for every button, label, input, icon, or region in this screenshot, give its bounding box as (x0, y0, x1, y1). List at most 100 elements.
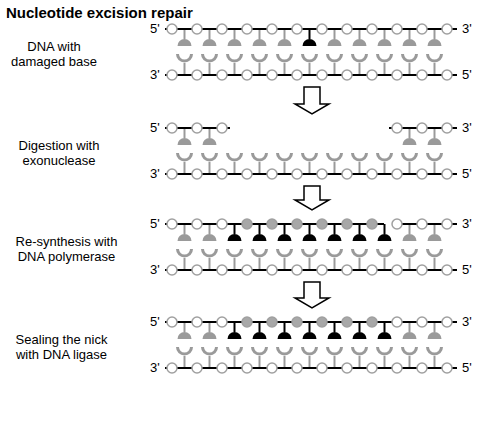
sugar-circle (317, 169, 327, 179)
base-stem (334, 322, 336, 332)
sugar-circle (267, 363, 277, 373)
base-stem (409, 162, 411, 174)
nucleobase (178, 54, 192, 61)
nucleobase (228, 39, 242, 46)
base-stem (184, 356, 186, 368)
strand-end-label: 3' (150, 166, 160, 181)
nucleobase (378, 249, 392, 256)
base-stem (209, 356, 211, 368)
sugar-circle (167, 123, 177, 133)
base-stem (259, 224, 261, 234)
nucleobase (428, 347, 442, 354)
base-stem (184, 258, 186, 270)
sugar-circle (392, 219, 402, 229)
base-stem (234, 224, 236, 234)
base-stem (359, 224, 361, 234)
nucleobase (203, 153, 217, 160)
dna-backbone (165, 269, 457, 271)
nucleobase (428, 249, 442, 256)
base-stem (409, 63, 411, 75)
step-label: Re-synthesis with DNA polymerase (4, 234, 129, 264)
sugar-circle (167, 317, 177, 327)
nucleobase (228, 332, 242, 339)
nucleobase (228, 54, 242, 61)
nucleobase (328, 332, 342, 339)
base-stem (334, 258, 336, 270)
base-stem (359, 29, 361, 39)
base-stem (209, 63, 211, 75)
base-stem (434, 258, 436, 270)
nucleobase (278, 347, 292, 354)
step-label: DNA with damaged base (4, 39, 104, 69)
sugar-circle (317, 363, 327, 373)
nucleobase (253, 153, 267, 160)
base-stem (184, 29, 186, 39)
nucleobase (178, 249, 192, 256)
step-arrow (295, 186, 329, 210)
base-stem (184, 224, 186, 234)
base-stem (259, 258, 261, 270)
sugar-circle (442, 219, 452, 229)
strand-end-label: 3' (462, 120, 472, 135)
dna-backbone (165, 367, 457, 369)
base-stem (334, 29, 336, 39)
sugar-circle (392, 70, 402, 80)
sugar-circle (342, 317, 352, 327)
strand-end-label: 5' (150, 314, 160, 329)
sugar-circle (317, 24, 327, 34)
base-stem (209, 224, 211, 234)
base-stem (309, 29, 311, 39)
dna-backbone (165, 321, 457, 323)
base-stem (434, 162, 436, 174)
step-label: Sealing the nick with DNA ligase (4, 332, 119, 362)
nucleobase (328, 249, 342, 256)
sugar-circle (217, 219, 227, 229)
base-stem (359, 63, 361, 75)
nucleobase (203, 54, 217, 61)
base-stem (384, 356, 386, 368)
base-stem (234, 322, 236, 332)
base-stem (259, 162, 261, 174)
sugar-circle (267, 70, 277, 80)
nucleobase (253, 39, 267, 46)
nucleobase (353, 347, 367, 354)
base-stem (209, 162, 211, 174)
sugar-circle (292, 363, 302, 373)
sugar-circle (292, 169, 302, 179)
sugar-circle (167, 169, 177, 179)
nucleobase (428, 39, 442, 46)
strand-end-label: 5' (150, 21, 160, 36)
nucleobase (253, 54, 267, 61)
base-stem (209, 128, 211, 138)
nucleobase (178, 332, 192, 339)
step-arrow (295, 87, 329, 114)
nucleobase (303, 54, 317, 61)
base-stem (234, 356, 236, 368)
sugar-circle (192, 169, 202, 179)
sugar-circle (267, 219, 277, 229)
nucleobase (328, 234, 342, 241)
strand-end-label: 3' (150, 67, 160, 82)
sugar-circle (392, 24, 402, 34)
base-stem (359, 322, 361, 332)
sugar-circle (292, 24, 302, 34)
dna-backbone (165, 28, 457, 30)
base-stem (234, 258, 236, 270)
sugar-circle (342, 169, 352, 179)
sugar-circle (292, 219, 302, 229)
base-stem (309, 258, 311, 270)
nucleobase (403, 138, 417, 145)
sugar-circle (417, 265, 427, 275)
sugar-circle (217, 169, 227, 179)
base-stem (409, 322, 411, 332)
base-stem (259, 322, 261, 332)
base-stem (409, 29, 411, 39)
strand-end-label: 5' (462, 360, 472, 375)
dna-backbone (165, 173, 457, 175)
base-stem (384, 322, 386, 332)
nucleobase (428, 54, 442, 61)
base-stem (259, 63, 261, 75)
sugar-circle (217, 265, 227, 275)
nucleobase (303, 347, 317, 354)
sugar-circle (217, 363, 227, 373)
